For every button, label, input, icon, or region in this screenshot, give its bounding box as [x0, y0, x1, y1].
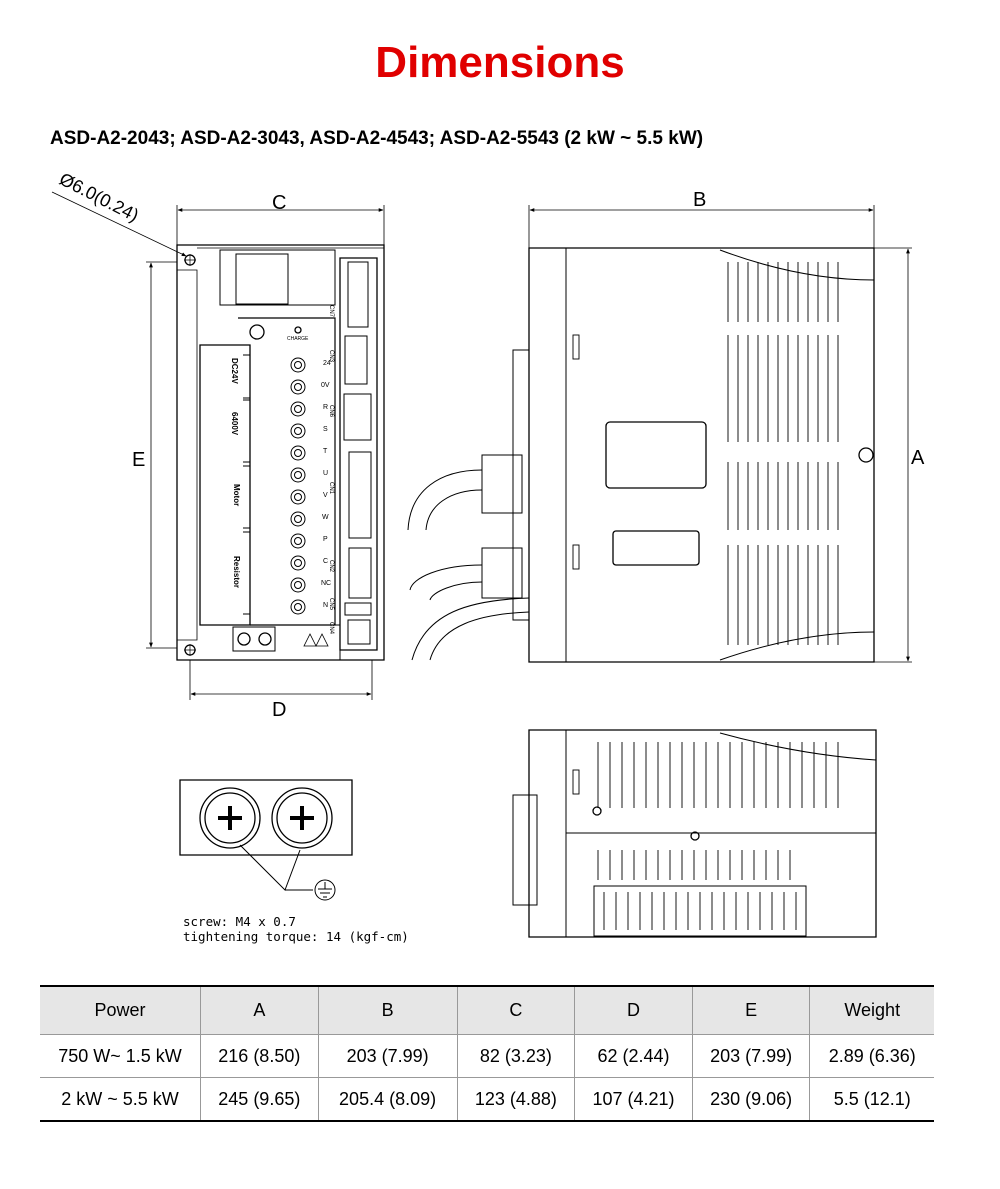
group-label: Motor [232, 484, 241, 506]
front-panel-labels: 24 0V R S T U V W P C NC N CHARGE DC24V … [230, 305, 334, 635]
table-cell: 750 W~ 1.5 kW [40, 1034, 201, 1078]
group-label: DC24V [230, 358, 239, 384]
table-cell: 2.89 (6.36) [809, 1034, 934, 1078]
table-cell: 5.5 (12.1) [809, 1077, 934, 1122]
table-cell: 107 (4.21) [574, 1077, 693, 1122]
table-header: D [574, 985, 693, 1035]
table-cell: 216 (8.50) [200, 1034, 319, 1078]
pin-label: U [323, 470, 328, 477]
pin-label: T [323, 448, 328, 455]
connector-label: CN5 [328, 598, 334, 611]
pin-label: C [323, 558, 328, 565]
table-header: Power [40, 985, 201, 1035]
dim-label-e: E [132, 449, 145, 471]
pin-label: 24 [323, 360, 331, 367]
connector-label: CN1 [328, 482, 334, 495]
bottom-view [512, 729, 877, 938]
dimension-lines-side [528, 205, 912, 663]
table-header-row: Power A B C D E Weight [40, 985, 934, 1035]
table-header: B [317, 985, 458, 1035]
table-row: 750 W~ 1.5 kW 216 (8.50) 203 (7.99) 82 (… [40, 1034, 934, 1078]
table-cell: 203 (7.99) [691, 1034, 810, 1078]
side-view [407, 247, 875, 663]
pin-label: N [323, 602, 328, 609]
screw-note-line: tightening torque: 14 (kgf-cm) [183, 929, 409, 944]
table-cell: 230 (9.06) [691, 1077, 810, 1122]
table-cell: 82 (3.23) [456, 1034, 575, 1078]
table-header: Weight [809, 985, 934, 1035]
dim-label-c: C [272, 192, 286, 214]
table-header: A [200, 985, 319, 1035]
table-cell: 245 (9.65) [200, 1077, 319, 1122]
pin-label: R [323, 404, 328, 411]
front-view [176, 244, 385, 661]
table-cell: 62 (2.44) [574, 1034, 693, 1078]
table-row: 2 kW ~ 5.5 kW 245 (9.65) 205.4 (8.09) 12… [40, 1077, 934, 1122]
table-cell: 2 kW ~ 5.5 kW [40, 1077, 201, 1122]
dim-label-b: B [693, 189, 706, 211]
vent-slots [727, 262, 839, 645]
screw-note: screw: M4 x 0.7 tightening torque: 14 (k… [183, 914, 409, 944]
group-label: 6400V [230, 412, 239, 436]
table-cell: 203 (7.99) [317, 1034, 458, 1078]
connector-label: CN6 [328, 405, 334, 418]
pin-label: NC [321, 580, 331, 587]
dimensions-table: Power A B C D E Weight 750 W~ 1.5 kW 216… [40, 985, 934, 1122]
group-label: Resistor [232, 556, 241, 588]
screw-note-line: screw: M4 x 0.7 [183, 914, 296, 929]
ground-screw-detail [179, 779, 353, 901]
connector-label: CN3 [328, 350, 334, 363]
dimension-labels-front: C E D Ø6.0(0.24) [56, 169, 286, 721]
table-cell: 205.4 (8.09) [317, 1077, 458, 1122]
page-title: Dimensions [375, 38, 625, 87]
dimension-drawing: 24 0V R S T U V W P C NC N CHARGE DC24V … [51, 169, 925, 938]
dim-label-a: A [911, 447, 925, 469]
dimension-lines-front [51, 191, 385, 700]
terminal-block [290, 357, 306, 615]
pin-label: S [323, 426, 328, 433]
model-subtitle: ASD-A2-2043; ASD-A2-3043, ASD-A2-4543; A… [50, 128, 704, 149]
pin-label: 0V [321, 382, 330, 389]
table-header: C [456, 985, 575, 1035]
pin-label: P [323, 536, 328, 543]
connector-label: CN4 [328, 622, 334, 635]
pin-label: V [323, 492, 328, 499]
hole-dimension-label: Ø6.0(0.24) [56, 169, 142, 226]
table-cell: 123 (4.88) [456, 1077, 575, 1122]
dim-label-d: D [272, 699, 286, 721]
connector-label: CN7 [328, 305, 334, 318]
pin-label: W [322, 514, 329, 521]
table-header: E [691, 985, 810, 1035]
bottom-vent-slots [597, 742, 839, 930]
charge-label: CHARGE [287, 336, 309, 342]
connector-label: CN2 [328, 560, 334, 573]
